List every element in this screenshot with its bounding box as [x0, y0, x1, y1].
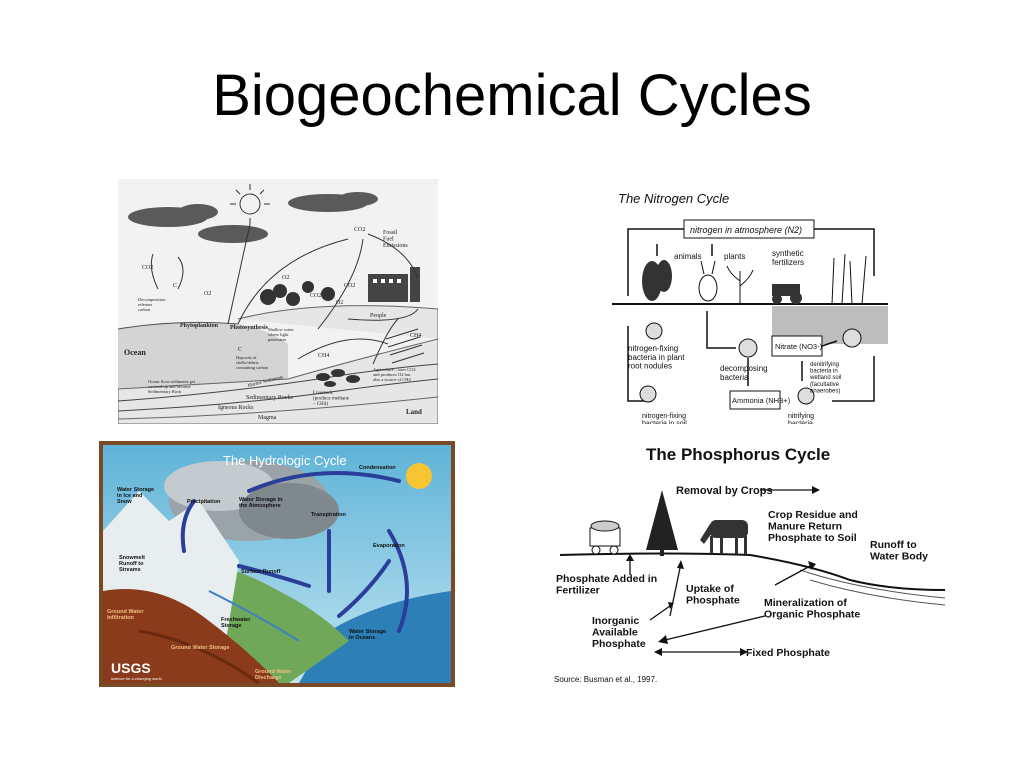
usgs-tagline: science for a changing world: [111, 676, 162, 681]
fixed-label: Fixed Phosphate: [746, 647, 830, 659]
slide-title: Biogeochemical Cycles: [212, 63, 812, 128]
co2-label: CO2: [344, 283, 355, 289]
carbon-label: C: [173, 283, 177, 289]
photosynthesis-label: Photosynthesis: [230, 325, 269, 331]
precipitation-label: Precipitation: [187, 499, 221, 505]
source-citation: Source: Busman et al., 1997.: [554, 675, 657, 684]
usgs-logo: USGS: [111, 660, 151, 676]
bacteria-icon: [797, 387, 815, 405]
atmosphere-label: nitrogen in atmosphere (N2): [690, 225, 802, 235]
sedimentary-rocks-label: Sedimentary Rocks: [246, 395, 293, 401]
o2-label: O2: [282, 275, 289, 281]
gw-storage-label: Ground Water Storage: [171, 645, 229, 651]
nitrogen-cycle-title: The Nitrogen Cycle: [618, 191, 729, 206]
bacteria-icon: [738, 338, 758, 358]
nitrate-label: Nitrate (NO3-): [775, 342, 823, 351]
igneous-rocks-label: Igneous Rocks: [218, 405, 254, 411]
evaporation-label: Evaporation: [373, 543, 405, 549]
fertilizer-cart-icon: [589, 520, 621, 555]
hydrologic-cycle-title: The Hydrologic Cycle: [223, 453, 347, 468]
surface-runoff-label: Surface Runoff: [241, 569, 281, 575]
phytoplankton-label: Phytoplankton: [180, 323, 219, 329]
condensation-label: Condensation: [359, 465, 396, 471]
tree-icon: [260, 281, 335, 306]
bacteria-icon: [645, 322, 663, 340]
transpiration-label: Transpiration: [311, 512, 346, 518]
crop-field-icon: [385, 328, 425, 364]
co2-label: CO2: [142, 265, 153, 271]
horse-icon: [700, 520, 748, 554]
phosphorus-cycle-title: The Phosphorus Cycle: [646, 445, 830, 464]
ch4-label: CH4: [318, 353, 329, 359]
bacteria-icon: [639, 385, 657, 403]
nitrogen-cycle-diagram: The Nitrogen Cycle nitrogen in atmospher…: [612, 186, 888, 424]
magma-label: Magma: [258, 415, 277, 421]
rabbit-icon: [698, 260, 718, 302]
land-label: Land: [406, 408, 422, 416]
factory-icon: [368, 267, 420, 302]
o2-label: O2: [204, 291, 211, 297]
plants-label: plants: [724, 252, 745, 261]
cloud-icon: [128, 192, 378, 243]
co2-label: CO2: [310, 293, 321, 299]
animals-label: animals: [674, 252, 702, 261]
sun-icon: [406, 463, 432, 489]
co2-label: CO2: [354, 227, 365, 233]
cattail-icon: [831, 253, 867, 305]
phosphorus-cycle-diagram: The Phosphorus Cycle Removal: [550, 440, 950, 690]
plant-icon: [726, 265, 754, 304]
livestock-label: Livestock(produce methane– CH4): [312, 391, 350, 407]
sun-icon: [230, 184, 270, 224]
tractor-icon: [772, 284, 802, 304]
people-label: People: [370, 313, 387, 319]
ch4-label: CH4: [410, 333, 421, 339]
tree-icon: [646, 490, 678, 556]
carbon-label: C: [238, 347, 242, 353]
ocean-label: Ocean: [124, 348, 146, 357]
ammonia-label: Ammonia (NH3+): [732, 396, 791, 405]
bacteria-icon: [842, 328, 862, 348]
removal-label: Removal by Crops: [676, 485, 773, 497]
hydrologic-cycle-diagram: The Hydrologic Cycle Condensation Water …: [99, 441, 455, 687]
livestock-icon: [316, 369, 360, 387]
o2-label: O2: [336, 300, 343, 306]
plant-icon: [642, 260, 672, 301]
